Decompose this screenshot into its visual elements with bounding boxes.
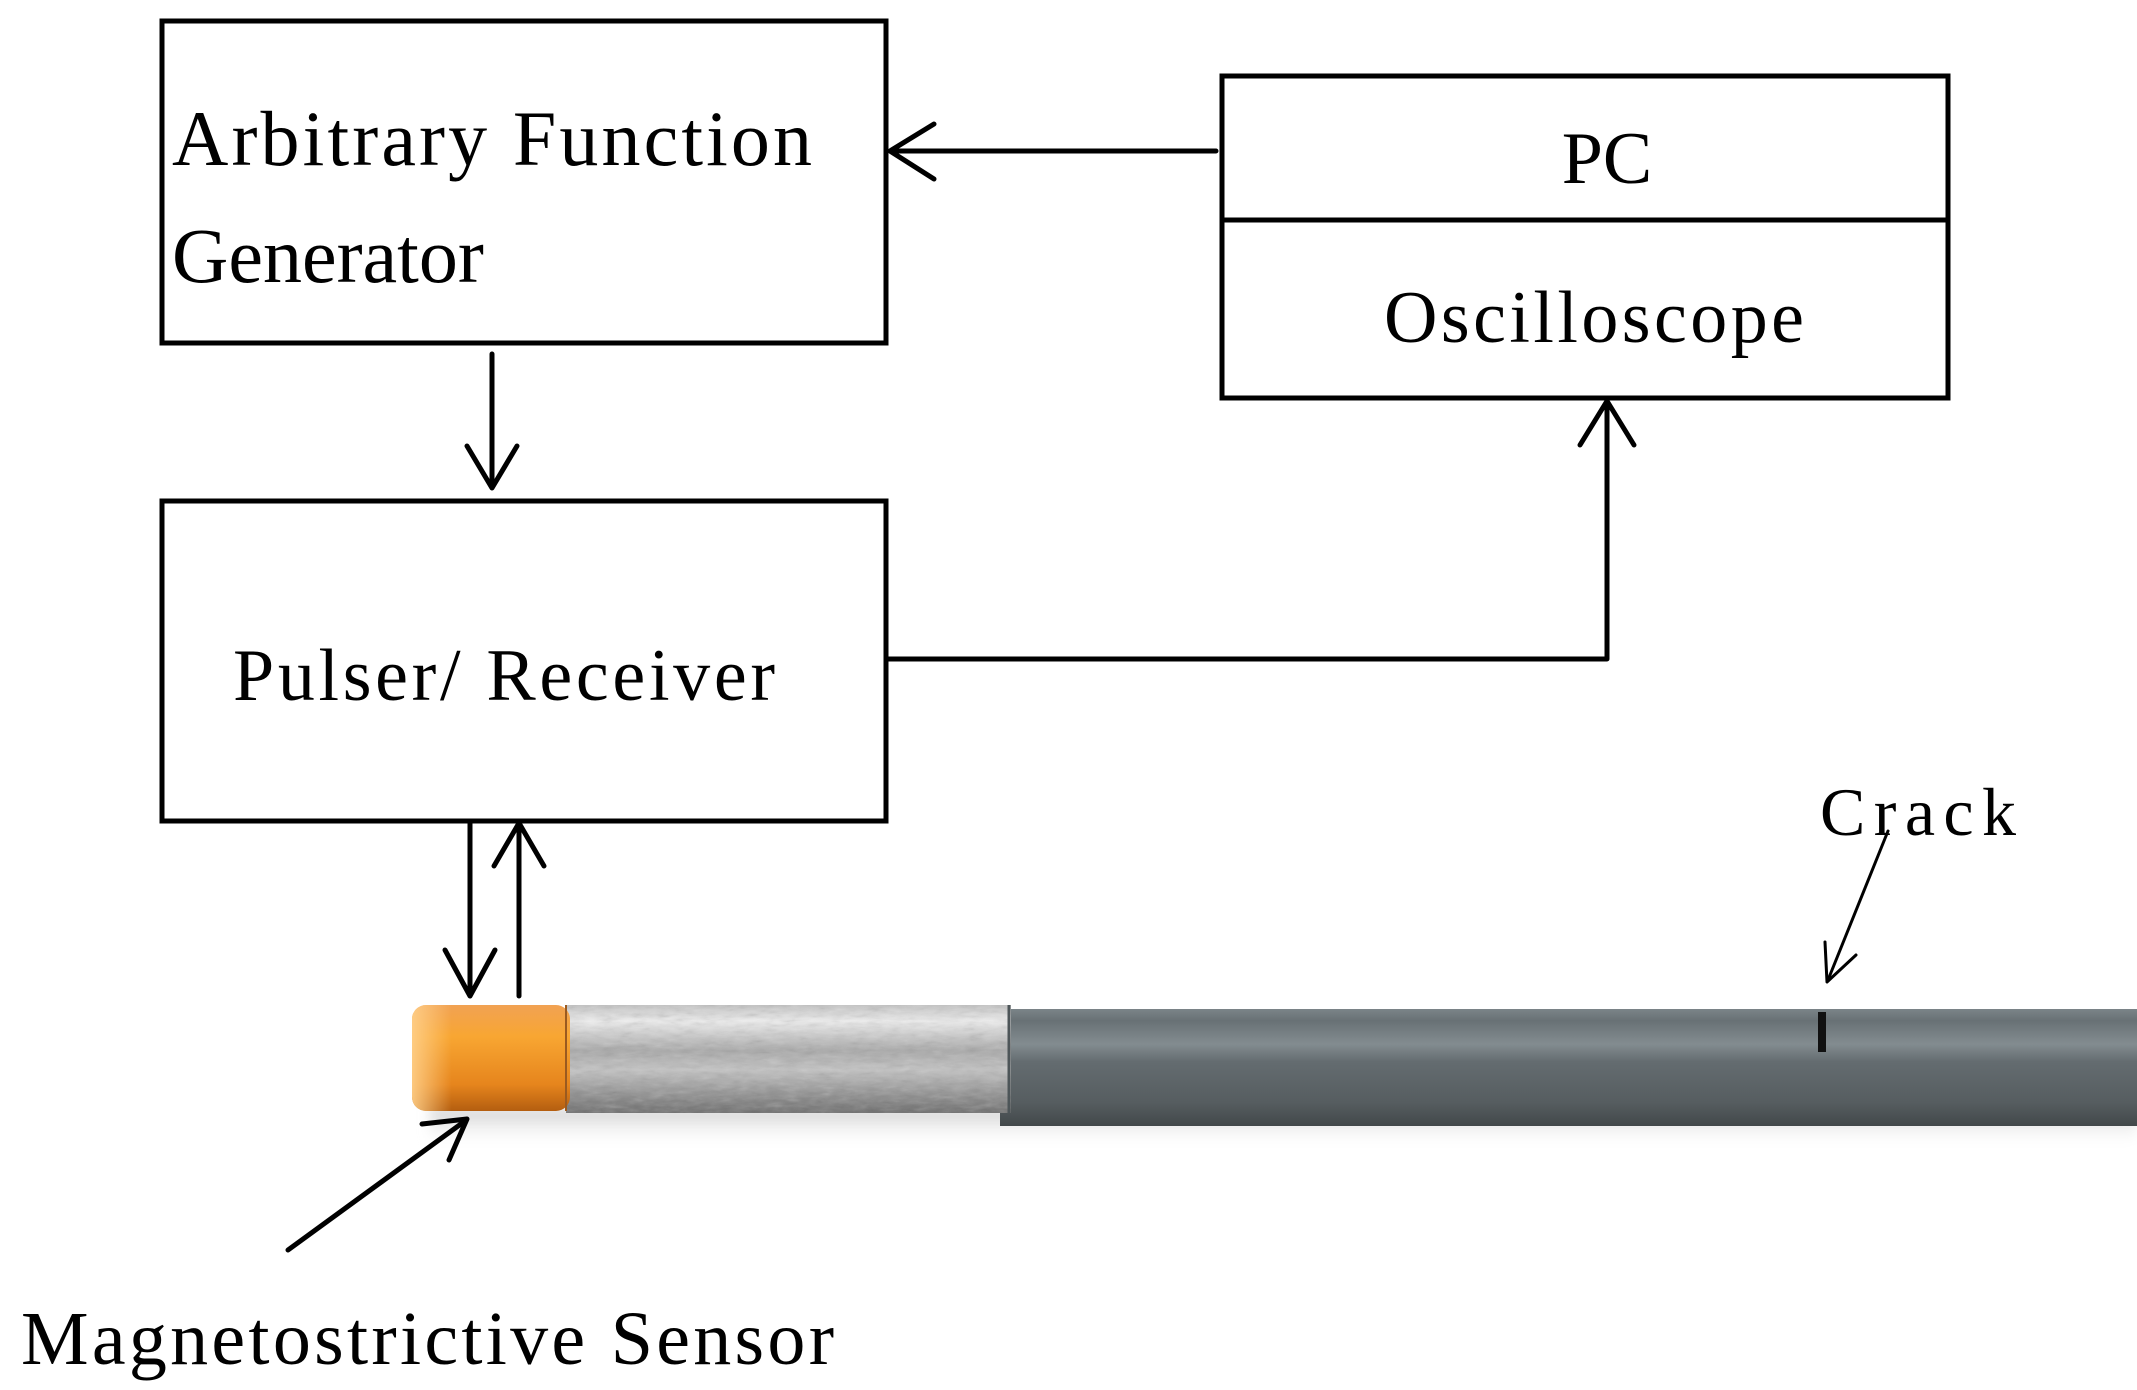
function-generator-block: Arbitrary Function Generator xyxy=(159,18,889,346)
crack-pointer-arrow xyxy=(1823,829,1890,984)
pc-oscilloscope-box xyxy=(1219,73,1951,401)
arrow-pulser-to-sensor xyxy=(442,818,498,999)
pulser-receiver-label: Pulser/ Receiver xyxy=(233,635,775,717)
magnetostrictive-sensor-coil xyxy=(412,1005,570,1111)
pc-oscilloscope-block: PC Oscilloscope xyxy=(1219,73,1951,401)
function-generator-label-line2: Generator xyxy=(172,212,484,299)
pulser-receiver-block: Pulser/ Receiver xyxy=(159,498,889,824)
steel-rod xyxy=(1000,1009,2137,1126)
bonded-section xyxy=(566,1005,1011,1113)
arrow-pulser-to-oscilloscope xyxy=(883,398,1637,662)
pc-label: PC xyxy=(1562,118,1653,200)
oscilloscope-label: Oscilloscope xyxy=(1384,277,1804,359)
function-generator-label-line1: Arbitrary Function xyxy=(172,95,812,182)
crack-mark xyxy=(1818,1012,1826,1052)
arrow-sensor-to-receiver xyxy=(491,820,547,999)
function-generator-box xyxy=(159,18,889,346)
sensor-pointer-arrow xyxy=(285,1116,470,1253)
arrow-function-generator-to-pulser xyxy=(464,351,520,491)
arrow-pc-to-function-generator xyxy=(887,121,1219,182)
rod-specimen-photo xyxy=(412,1005,2137,1148)
sensor-label: Magnetostrictive Sensor xyxy=(21,1297,834,1381)
crack-label: Crack xyxy=(1820,774,2016,850)
